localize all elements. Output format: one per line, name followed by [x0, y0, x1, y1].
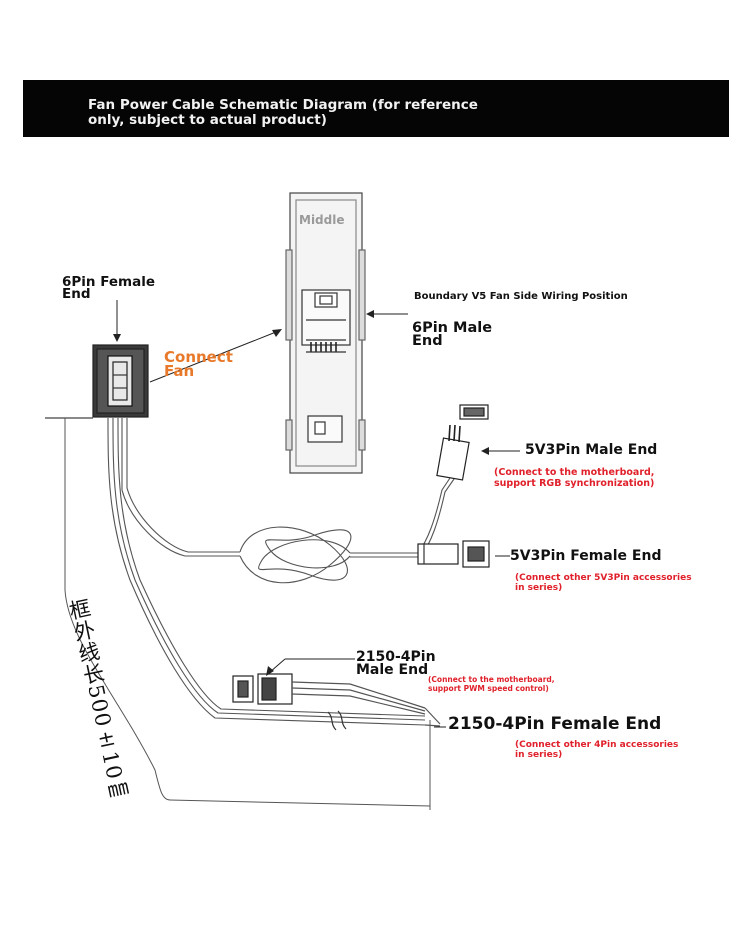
- pin4-male-note: (Connect to the motherboard, support PWM…: [428, 675, 555, 693]
- banner-title: Fan Power Cable Schematic Diagram (for r…: [88, 97, 478, 128]
- rgb-cable: [121, 418, 455, 584]
- boundary-v5-label: Boundary V5 Fan Side Wiring Position: [414, 291, 628, 302]
- pointer-arrows: [113, 300, 520, 728]
- pin4-female-label: 2150-4Pin Female End: [448, 714, 662, 734]
- main-cable: [107, 417, 426, 726]
- pin4-male-label: 2150-4Pin Male End: [356, 649, 436, 678]
- v5-female-connector: [417, 540, 490, 568]
- six-pin-male-label: 6Pin Male End: [412, 320, 493, 349]
- v5-female-label: 5V3Pin Female End: [510, 548, 662, 564]
- title-banner: Fan Power Cable Schematic Diagram (for r…: [23, 80, 729, 137]
- v5-male-connector: [436, 404, 489, 481]
- connect-fan-label: Connect Fan: [164, 348, 233, 380]
- pin4-male-connector: [232, 673, 426, 715]
- six-pin-female-connector: [92, 344, 149, 418]
- fan-side-plate: [285, 192, 366, 474]
- pin4-female-note: (Connect other 4Pin accessories in serie…: [515, 740, 679, 760]
- v5-male-note: (Connect to the motherboard, support RGB…: [494, 467, 655, 489]
- v5-male-label: 5V3Pin Male End: [525, 442, 658, 458]
- middle-label: Middle: [299, 213, 345, 227]
- v5-female-note: (Connect other 5V3Pin accessories in ser…: [515, 573, 692, 593]
- length-dimension: [64, 418, 431, 810]
- six-pin-female-label: 6Pin Female End: [62, 274, 156, 302]
